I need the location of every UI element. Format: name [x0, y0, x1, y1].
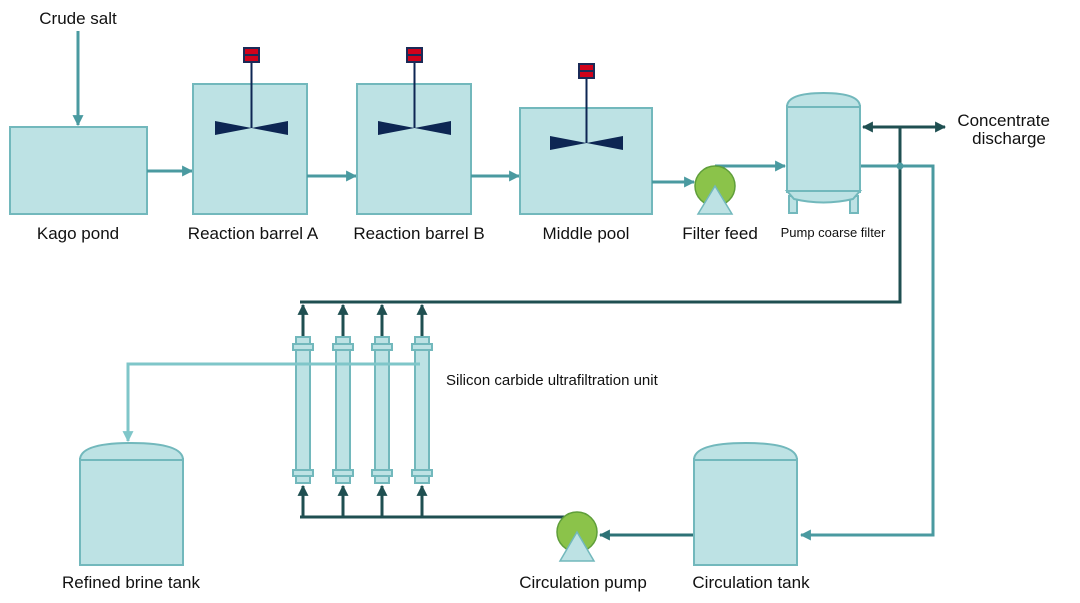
kago-pond-tank: [9, 126, 148, 215]
reaction-barrel-a-tank: [192, 83, 308, 215]
crude-salt-label: Crude salt: [39, 9, 117, 28]
refined-brine-tank: [78, 441, 185, 566]
concentrate-header-line: [300, 127, 902, 304]
filter-to-circulation-tank-line: [799, 164, 935, 541]
circulation-tank: [692, 441, 799, 566]
reaction-barrel-a-motor-icon: [243, 47, 260, 63]
uf-membrane-unit: [292, 336, 433, 484]
reaction-barrel-b-label: Reaction barrel B: [353, 224, 484, 243]
reaction-barrel-b: [356, 47, 472, 215]
kago-pond-label: Kago pond: [37, 224, 119, 243]
uf-membrane-tube-4: [411, 336, 433, 484]
uf-inlet-arrows: [297, 484, 428, 517]
circulation-pump-icon: [556, 511, 598, 562]
uf-membrane-tube-2: [332, 336, 354, 484]
reaction-barrel-a-label: Reaction barrel A: [188, 224, 319, 243]
pump-coarse-filter-label: Pump coarse filter: [781, 225, 886, 240]
uf-outlet-arrows: [297, 303, 428, 338]
pump-coarse-filter: [784, 91, 863, 214]
uf-membrane-tube-3: [371, 336, 393, 484]
middle-pool-label: Middle pool: [543, 224, 630, 243]
pump-coarse-filter-body: [786, 105, 861, 193]
middle-pool-impeller-icon: [550, 136, 623, 150]
circulation-tank-body: [693, 458, 798, 566]
refined-brine-tank-label: Refined brine tank: [62, 573, 200, 592]
refined-brine-tank-top: [78, 441, 185, 461]
refined-brine-tank-body: [79, 458, 184, 566]
circulation-pump-label: Circulation pump: [519, 573, 647, 592]
middle-pool-motor-icon: [578, 63, 595, 79]
circulation-tank-label: Circulation tank: [692, 573, 810, 592]
concentrate-discharge-line1: Concentrate: [957, 111, 1050, 130]
pump-coarse-filter-top: [785, 91, 862, 108]
reaction-barrel-b-impeller-icon: [378, 121, 451, 135]
uf-unit-label: Silicon carbide ultrafiltration unit: [446, 372, 659, 389]
uf-membrane-tube-1: [292, 336, 314, 484]
reaction-barrel-a-impeller-icon: [215, 121, 288, 135]
filter-feed-pump-icon: [694, 165, 736, 215]
filter-feed-label: Filter feed: [682, 224, 758, 243]
circulation-tank-top: [692, 441, 799, 461]
kago-pond: [9, 126, 148, 215]
permeate-line: [122, 362, 420, 443]
reaction-barrel-b-motor-icon: [406, 47, 423, 63]
concentrate-discharge-line2: discharge: [972, 129, 1046, 148]
line-junction-dot: [896, 162, 904, 170]
reaction-barrel-a: [192, 47, 308, 215]
pump-coarse-filter-bottom: [784, 190, 863, 204]
concentrate-discharge-label: Concentrate discharge: [957, 111, 1054, 148]
middle-pool: [519, 63, 653, 215]
